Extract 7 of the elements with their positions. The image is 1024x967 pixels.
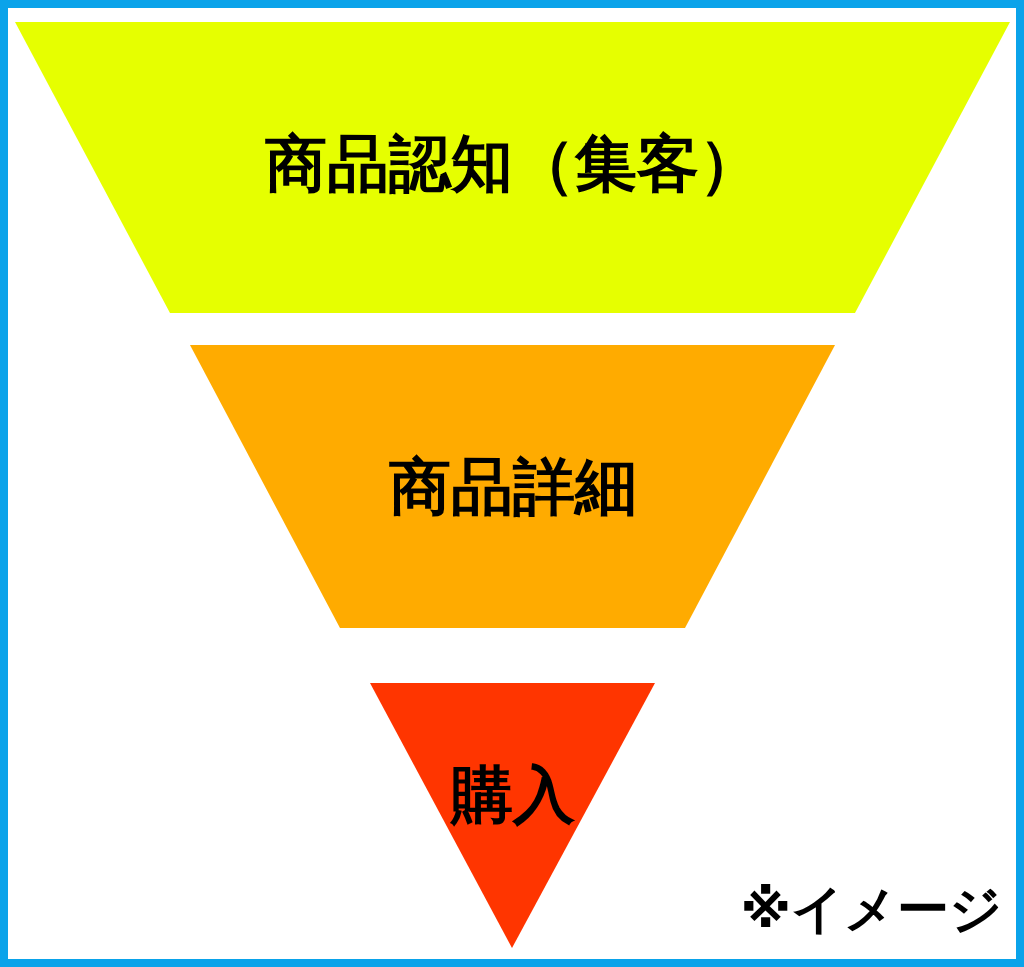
funnel-bottom-triangle — [370, 683, 655, 948]
funnel-top-band — [15, 22, 1010, 313]
note-text: ※イメージ — [740, 878, 1002, 941]
stage-label: 商品認知（集客） — [264, 126, 761, 202]
funnel-middle-band — [190, 345, 835, 628]
stage-label: 購入 — [450, 757, 575, 833]
stage-label: 商品詳細 — [388, 449, 637, 525]
